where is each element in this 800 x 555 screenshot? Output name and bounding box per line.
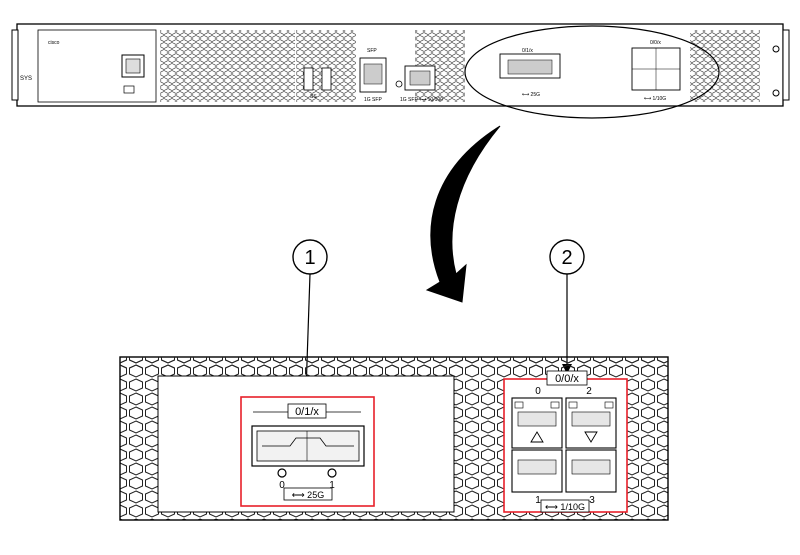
chassis-front-panel: SYS cisco SS 1G SFP SFP 1G SFP ⟷ 10/100 …	[11, 23, 790, 119]
module2-top-right: 2	[586, 386, 592, 397]
slot2-mini-speed: ⟷ 1/10G	[644, 96, 666, 102]
screw-hole-icon	[772, 89, 780, 97]
slot1-mini-header: 0/1/x	[522, 48, 533, 54]
screw-hole-icon	[772, 45, 780, 53]
module2-bottom-right: 3	[589, 495, 595, 506]
usb-label: SS	[310, 94, 317, 100]
module2-header: 0/0/x	[555, 373, 579, 385]
port1-led-icon	[327, 468, 337, 478]
usb-console-icon	[123, 85, 135, 94]
usb-port-icon	[321, 67, 332, 91]
port0-led-icon	[277, 468, 287, 478]
slot2-mini-header: 0/0/x	[650, 40, 661, 46]
mgmt-port-label: 1G SFP	[364, 97, 382, 103]
module2-top-left: 0	[535, 386, 541, 397]
svg-text:cisco: cisco	[48, 40, 60, 46]
sys-led-label: SYS	[20, 76, 32, 82]
usb-port-icon	[303, 67, 314, 91]
slot1-mini-speed: ⟷ 25G	[522, 92, 540, 98]
callout-2-label: 2	[561, 247, 572, 269]
callout-1-label: 1	[304, 247, 315, 269]
combo-port-label: 1G SFP ⟷ 10/100	[400, 97, 443, 103]
sfp-port-grid	[511, 397, 617, 493]
zoom-highlight-ellipse	[464, 25, 720, 119]
module1-port-left: 0	[279, 480, 285, 491]
module2-bottom-left: 1	[535, 495, 541, 506]
zoom-arrow-icon	[425, 125, 501, 303]
module1-header: 0/1/x	[295, 406, 319, 418]
module1-speed: ⟷ 25G	[292, 490, 324, 500]
module2-speed: ⟷ 1/10G	[545, 502, 585, 512]
module1-port-right: 1	[329, 480, 335, 491]
sfp-mgmt-label: SFP	[367, 48, 377, 54]
